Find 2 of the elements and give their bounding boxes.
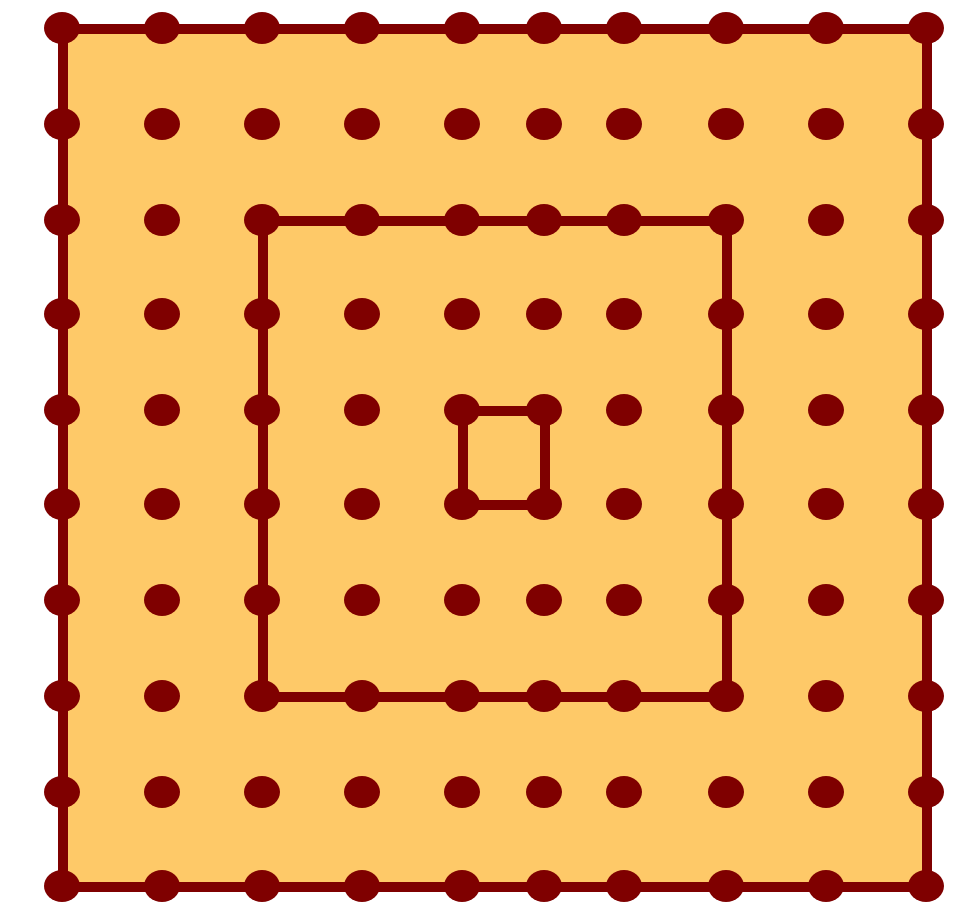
square-outline <box>457 405 549 509</box>
square-outline <box>257 215 731 701</box>
